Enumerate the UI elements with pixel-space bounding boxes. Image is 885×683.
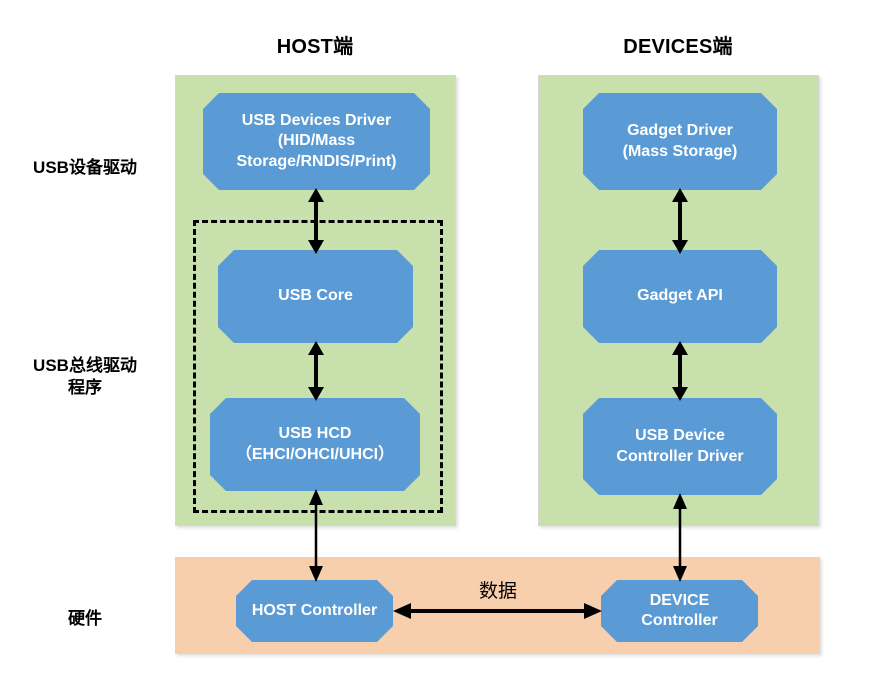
arrow-udc-driver-device-controller xyxy=(671,493,689,582)
node-usb-core[interactable]: USB Core xyxy=(218,250,413,343)
node-usb-device-controller-driver-line1: USB Device xyxy=(635,427,725,445)
node-usb-device-controller-driver-line2: Controller Driver xyxy=(616,447,744,465)
node-usb-hcd-line1: USB HCD xyxy=(278,425,352,443)
node-host-controller[interactable]: HOST Controller xyxy=(236,580,393,642)
arrow-gadget-driver-gadget-api xyxy=(670,188,690,254)
arrow-gadget-api-udc-driver xyxy=(670,341,690,401)
column-header-host: HOST端 xyxy=(276,36,354,58)
column-header-devices: DEVICES端 xyxy=(623,36,733,58)
node-usb-hcd[interactable]: USB HCD （EHCI/OHCI/UHCI） xyxy=(210,398,420,491)
row-label-bus-driver: USB总线驱动 程序 xyxy=(0,355,170,399)
arrow-usb-driver-usb-core xyxy=(306,188,326,254)
node-usb-devices-driver-line2: (HID/Mass xyxy=(277,132,356,150)
node-gadget-driver-line2: (Mass Storage) xyxy=(622,142,738,160)
node-gadget-api[interactable]: Gadget API xyxy=(583,250,777,343)
node-gadget-driver-line1: Gadget Driver xyxy=(627,122,733,140)
node-device-controller-line2: Controller xyxy=(641,612,718,629)
node-host-controller-label: HOST Controller xyxy=(251,601,378,619)
arrow-usb-core-usb-hcd xyxy=(306,341,326,401)
node-usb-devices-driver[interactable]: USB Devices Driver (HID/Mass Storage/RND… xyxy=(203,93,430,190)
node-usb-devices-driver-line1: USB Devices Driver xyxy=(241,112,392,130)
node-device-controller-line1: DEVICE xyxy=(649,591,710,609)
row-label-device-driver: USB设备驱动 xyxy=(33,158,137,177)
row-label-bus-driver-line1: USB总线驱动 xyxy=(33,356,137,375)
row-label-bus-driver-line2: 程序 xyxy=(68,378,102,398)
node-gadget-api-label: Gadget API xyxy=(637,287,723,305)
node-usb-hcd-line2: （EHCI/OHCI/UHCI） xyxy=(235,445,395,463)
arrow-host-device-data-link xyxy=(393,600,602,622)
node-gadget-driver[interactable]: Gadget Driver (Mass Storage) xyxy=(583,93,777,190)
node-usb-devices-driver-line3: Storage/RNDIS/Print) xyxy=(236,152,397,170)
edge-label-data: 数据 xyxy=(478,581,517,602)
arrow-usb-hcd-host-controller xyxy=(307,489,325,582)
row-label-hardware: 硬件 xyxy=(68,609,102,628)
node-device-controller[interactable]: DEVICE Controller xyxy=(601,580,758,642)
node-usb-core-label: USB Core xyxy=(278,287,353,305)
node-usb-device-controller-driver[interactable]: USB Device Controller Driver xyxy=(583,398,777,495)
